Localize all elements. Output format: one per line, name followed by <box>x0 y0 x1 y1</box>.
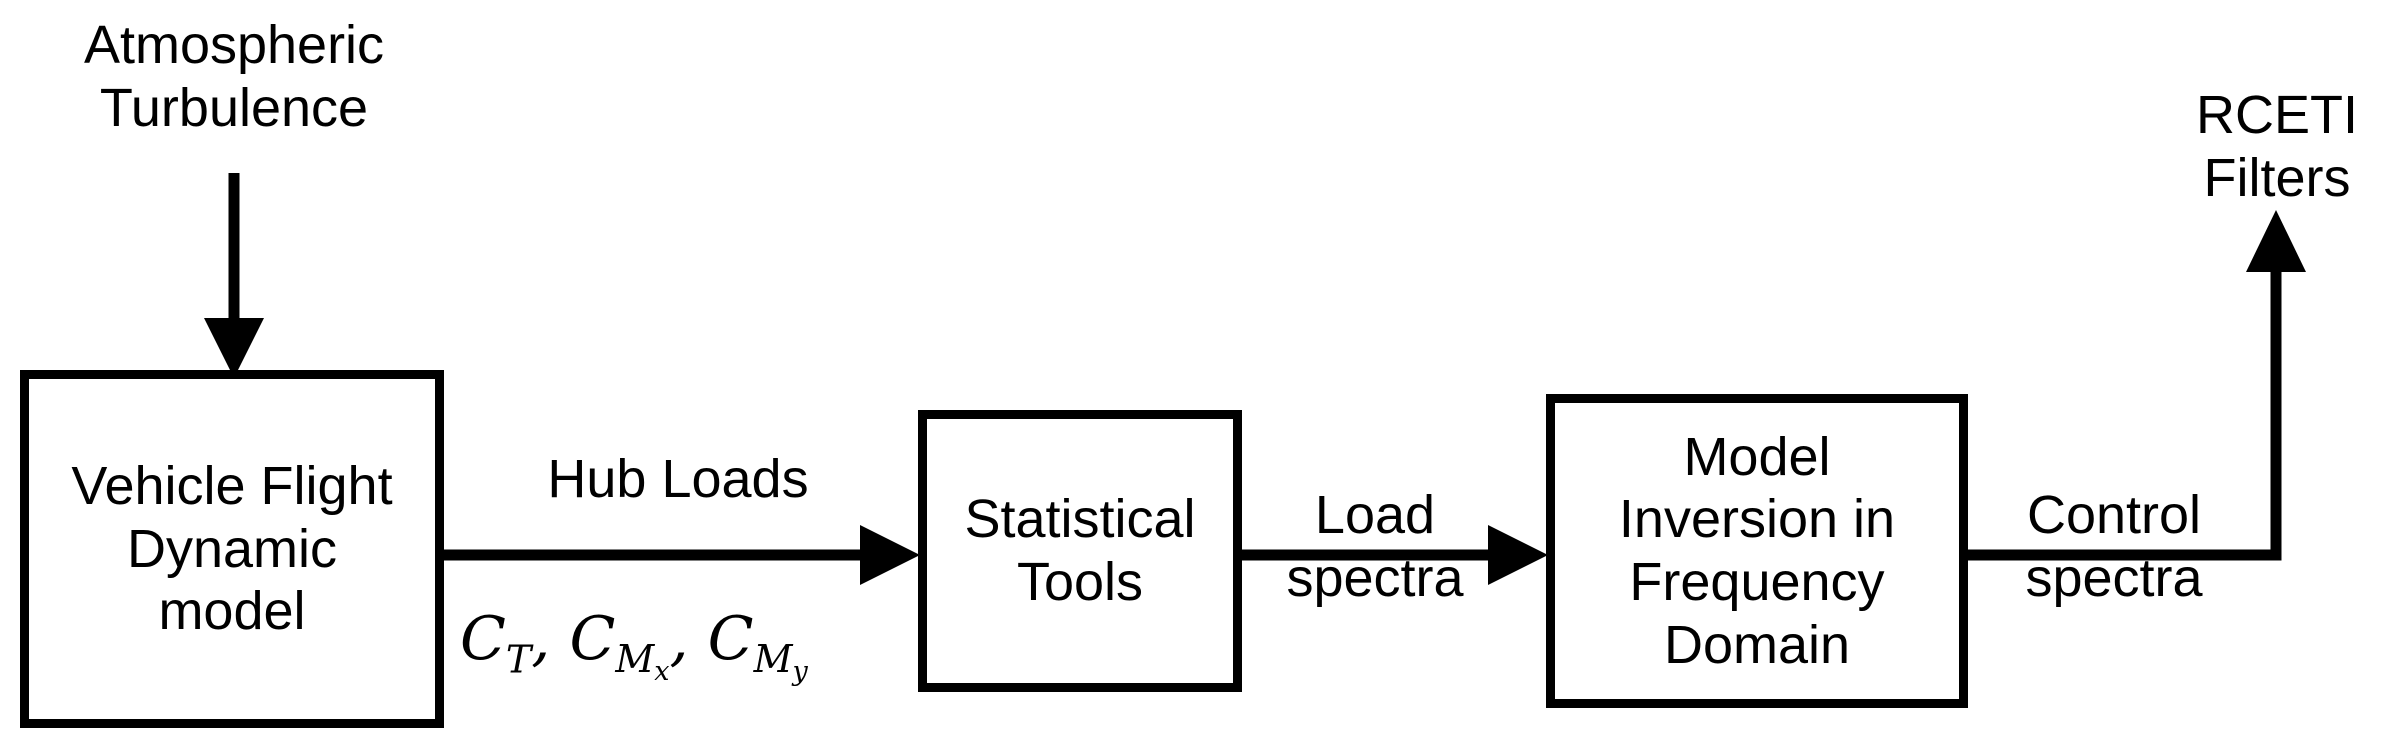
load-spectra-label: Load spectra <box>1286 485 1464 608</box>
control-spectra-label: Control spectra <box>2025 485 2203 608</box>
statistical-tools-block: Statistical Tools <box>918 410 1242 692</box>
hub-loads-label: Hub Loads <box>547 449 809 509</box>
turbulence-arrowhead <box>204 318 264 378</box>
control-spectra-line <box>1962 270 2282 561</box>
hub-loads-coefficients: CT, CMx, CMy <box>460 604 808 688</box>
statistical-block-label: Statistical Tools <box>964 489 1196 612</box>
control-spectra-arrowhead <box>2246 210 2306 272</box>
hub-loads-arrowhead <box>860 525 920 585</box>
vehicle-flight-dynamic-block: Vehicle Flight Dynamic model <box>20 370 444 728</box>
turbulence-label: Atmospheric Turbulence <box>83 15 385 138</box>
vehicle-block-label: Vehicle Flight Dynamic model <box>71 456 393 642</box>
load-spectra-arrowhead <box>1488 525 1548 585</box>
filters-label: RCETI Filters <box>2196 85 2358 208</box>
inversion-block-label: Model Inversion in Frequency Domain <box>1618 426 1896 675</box>
model-inversion-block: Model Inversion in Frequency Domain <box>1546 394 1968 708</box>
